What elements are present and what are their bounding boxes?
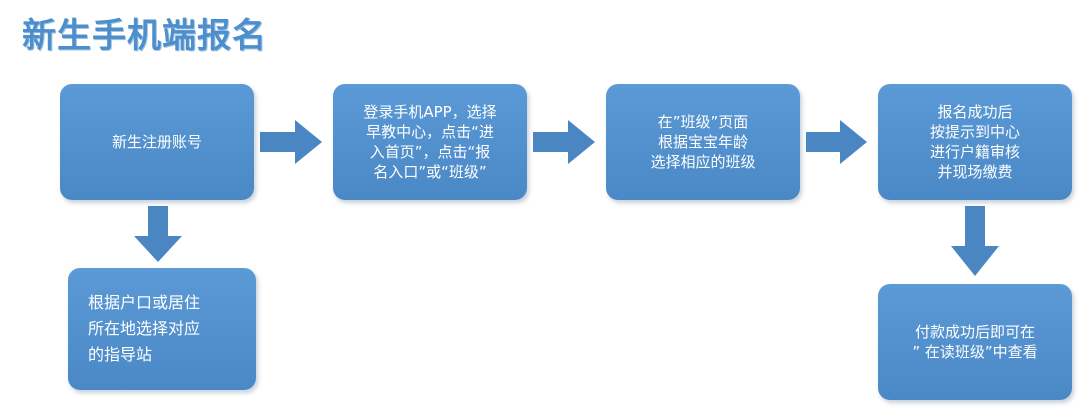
arrow-register-to-guide-station <box>134 206 182 262</box>
step-register-account: 新生注册账号 <box>60 84 254 200</box>
step-view-enrolled-class: 付款成功后即可在 ” 在读班级”中查看 <box>878 284 1072 400</box>
step-login-app: 登录手机APP，选择 早教中心，点击“进 入首页”，点击“报 名入口”或“班级” <box>333 84 527 200</box>
arrow-register-to-login <box>260 120 322 164</box>
arrow-login-to-choose-class <box>533 120 595 164</box>
arrow-verify-to-view-result <box>951 206 999 276</box>
step-verify-and-pay: 报名成功后 按提示到中心 进行户籍审核 并现场缴费 <box>878 84 1072 200</box>
step-choose-class: 在”班级”页面 根据宝宝年龄 选择相应的班级 <box>606 84 800 200</box>
step-choose-guide-station: 根据户口或居住 所在地选择对应 的指导站 <box>68 268 256 390</box>
arrow-choose-class-to-verify <box>806 120 867 164</box>
page-title: 新生手机端报名 <box>22 16 267 56</box>
